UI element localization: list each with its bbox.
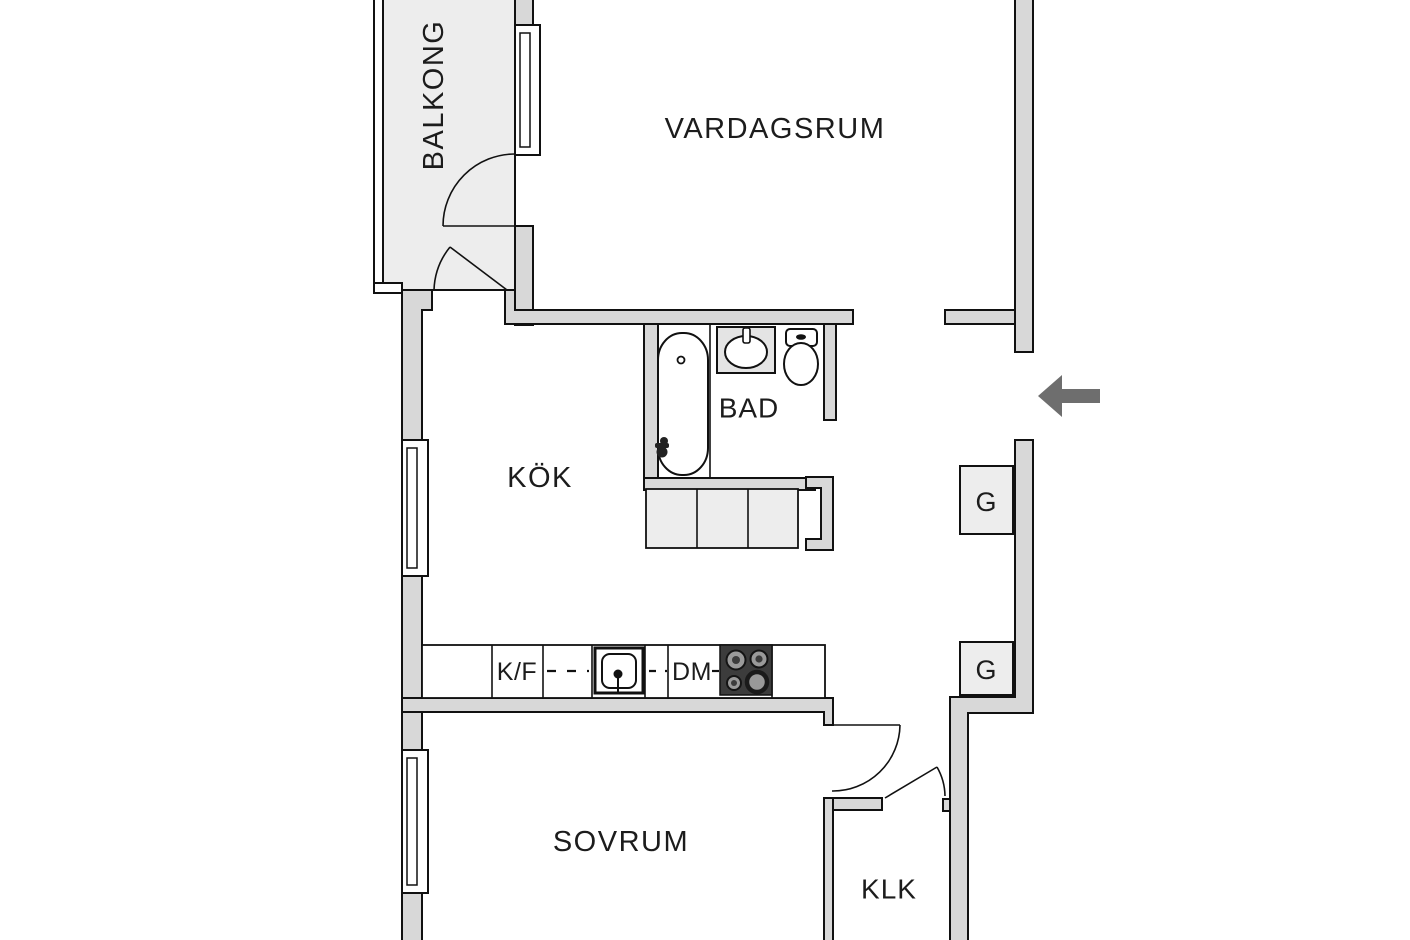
bedroom-wall-right	[823, 797, 834, 940]
exterior-wall-right-lower	[949, 439, 1034, 940]
label-bad: BAD	[719, 393, 780, 424]
label-garderob-1: G	[975, 487, 996, 517]
bathroom-fixtures	[655, 324, 819, 478]
bedroom-door	[831, 724, 901, 792]
kitchen-balcony-door	[433, 246, 508, 291]
balcony-railing-left	[373, 0, 384, 294]
wardrobe-1	[959, 465, 1014, 535]
hall-livingroom-stub	[944, 309, 1016, 325]
window-bedroom	[401, 749, 429, 894]
toilet	[783, 328, 819, 386]
window-kitchen	[401, 439, 429, 577]
label-fridge-freezer: K/F	[497, 658, 537, 686]
doors	[433, 153, 946, 799]
entrance-arrow-icon	[1038, 375, 1100, 417]
balcony-livingroom-wall-top	[514, 0, 534, 26]
wardrobe-2	[959, 641, 1014, 696]
label-dishwasher: DM	[672, 658, 712, 686]
balcony	[373, 0, 516, 294]
exterior-wall-right-upper	[1014, 0, 1034, 353]
klk-door	[884, 766, 946, 799]
label-sovrum: SOVRUM	[553, 826, 689, 858]
label-kok: KÖK	[507, 462, 573, 494]
windows	[401, 24, 541, 894]
kitchen-sink	[593, 646, 645, 695]
bathtub-faucet	[655, 437, 669, 458]
bathtub	[655, 332, 709, 476]
sink-tap	[742, 327, 751, 344]
balcony-door	[442, 153, 516, 227]
stove	[719, 644, 773, 696]
balcony-floor	[382, 0, 516, 291]
kitchen-bedroom-wall	[401, 697, 834, 726]
label-balkong: BALKONG	[418, 20, 450, 171]
label-garderob-2: G	[975, 655, 996, 685]
klk-wall-top	[832, 797, 883, 811]
hall-cabinets	[645, 488, 799, 549]
klk-door-post	[942, 798, 951, 812]
toilet-bowl	[783, 342, 819, 386]
bathroom-wall-right	[823, 323, 837, 421]
bathroom-sink	[716, 326, 776, 374]
livingroom-kitchen-wall	[504, 289, 854, 325]
stove-burners	[725, 649, 770, 695]
bathtub-drain	[676, 355, 686, 365]
balcony-railing-bottom	[373, 282, 403, 294]
label-klk: KLK	[861, 874, 917, 905]
hall-wall-bracket	[805, 476, 834, 551]
kitchen-counter	[421, 644, 826, 699]
labels: BALKONG VARDAGSRUM KÖK BAD SOVRUM KLK G …	[418, 20, 997, 905]
walls	[401, 0, 1034, 940]
toilet-button	[796, 334, 806, 340]
bathroom-wall-left	[643, 323, 659, 491]
label-vardagsrum: VARDAGSRUM	[665, 113, 886, 145]
window-livingroom	[514, 24, 541, 156]
wardrobes	[959, 465, 1014, 696]
